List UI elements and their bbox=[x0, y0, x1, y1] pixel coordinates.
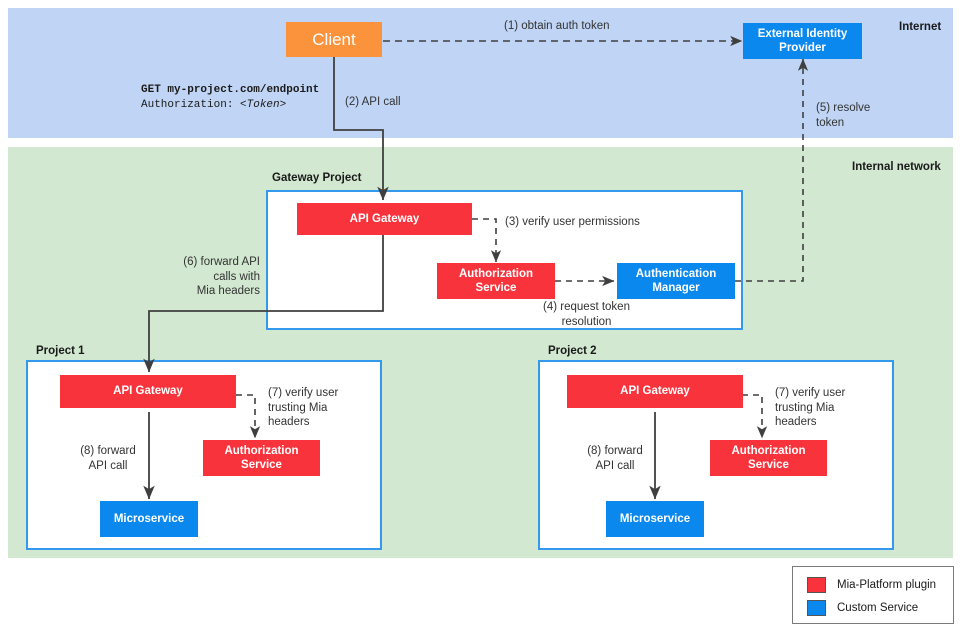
node-p2-microservice[interactable]: Microservice bbox=[606, 501, 704, 537]
request-header-name: Authorization: bbox=[141, 98, 234, 111]
legend-item-custom-service: Custom Service bbox=[807, 596, 953, 619]
legend-label-custom-service: Custom Service bbox=[837, 601, 919, 614]
request-note: GET my-project.com/endpoint Authorizatio… bbox=[141, 83, 319, 113]
edge-label-resolve-token: (5) resolve token bbox=[816, 102, 871, 129]
legend: Mia-Platform plugin Custom Service bbox=[792, 566, 954, 624]
edge-label-p1-verify-user-trusting-mia-headers: (7) verify user trusting Mia headers bbox=[268, 387, 339, 429]
node-client[interactable]: Client bbox=[286, 22, 382, 57]
node-external-identity-provider[interactable]: External Identity Provider bbox=[743, 23, 862, 59]
request-url: my-project.com/endpoint bbox=[167, 84, 320, 96]
node-p2-authorization-service[interactable]: Authorization Service bbox=[710, 440, 827, 476]
edge-label-request-token-resolution: (4) request token resolution bbox=[543, 301, 630, 328]
request-method: GET bbox=[141, 84, 161, 96]
request-header-value: <Token> bbox=[240, 98, 287, 111]
node-gateway-api-gateway[interactable]: API Gateway bbox=[297, 203, 472, 235]
node-gateway-authentication-manager[interactable]: Authentication Manager bbox=[617, 263, 735, 299]
node-p2-api-gateway[interactable]: API Gateway bbox=[567, 375, 743, 408]
edge-label-verify-user-permissions: (3) verify user permissions bbox=[505, 216, 640, 228]
node-gateway-authorization-service[interactable]: Authorization Service bbox=[437, 263, 555, 299]
legend-item-mia-platform-plugin: Mia-Platform plugin bbox=[807, 573, 953, 596]
group-label-project-2: Project 2 bbox=[548, 345, 597, 357]
edge-label-obtain-auth-token: (1) obtain auth token bbox=[504, 20, 610, 32]
edge-label-forward-api-calls-mia-headers: (6) forward API calls with Mia headers bbox=[183, 256, 260, 298]
zone-label-internet: Internet bbox=[899, 21, 942, 33]
group-label-gateway-project: Gateway Project bbox=[272, 172, 362, 184]
edge-label-p1-forward-api-call: (8) forward API call bbox=[80, 445, 136, 472]
edge-label-api-call: (2) API call bbox=[345, 96, 401, 108]
group-label-project-1: Project 1 bbox=[36, 345, 85, 357]
zone-label-internal-network: Internal network bbox=[852, 161, 941, 173]
legend-swatch-blue-icon bbox=[807, 599, 826, 616]
node-p1-microservice[interactable]: Microservice bbox=[100, 501, 198, 537]
legend-label-mia-platform-plugin: Mia-Platform plugin bbox=[837, 578, 937, 591]
edge-label-p2-verify-user-trusting-mia-headers: (7) verify user trusting Mia headers bbox=[775, 387, 846, 429]
edge-label-p2-forward-api-call: (8) forward API call bbox=[587, 445, 643, 472]
node-p1-api-gateway[interactable]: API Gateway bbox=[60, 375, 236, 408]
legend-swatch-red-icon bbox=[807, 576, 826, 593]
node-p1-authorization-service[interactable]: Authorization Service bbox=[203, 440, 320, 476]
